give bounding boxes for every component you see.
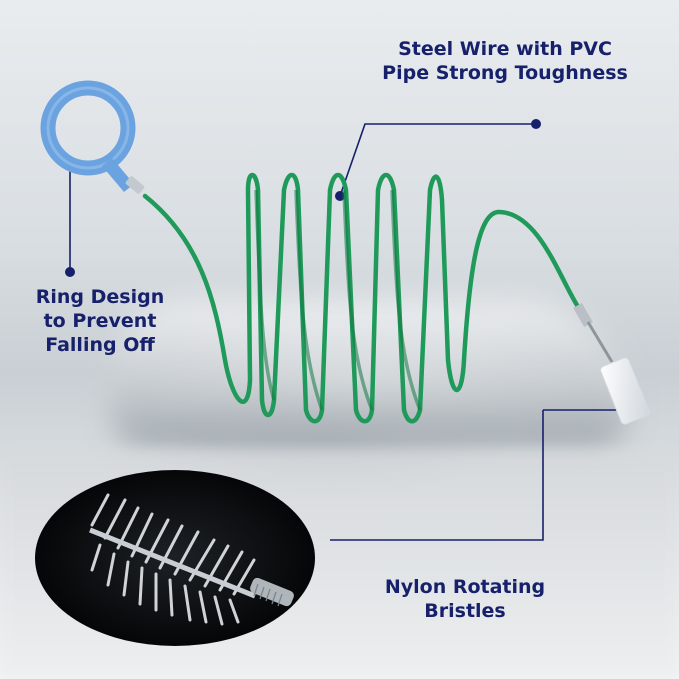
label-nylon-line-2: Bristles [424,599,506,622]
ring-handle [40,80,145,194]
label-steel-line-2: Pipe Strong Toughness [382,61,628,84]
label-ring-line-1: Ring Design [35,286,165,308]
label-steel-wire: Steel Wire with PVC Pipe Strong Toughnes… [335,38,675,86]
callout-dots [65,119,541,277]
label-nylon-bristles: Nylon Rotating Bristles [350,576,580,624]
callout-lines [69,123,630,541]
bristle-closeup [35,470,315,646]
label-ring-design: Ring Design to Prevent Falling Off [10,286,190,357]
callout-ring-end-dot [65,267,75,277]
label-nylon-line-1: Nylon Rotating [384,576,546,598]
label-ring-line-3: Falling Off [45,333,155,356]
callout-steel-line [339,123,536,197]
callout-nylon-line [330,409,630,541]
brush-tip [573,302,650,425]
callout-steel-dot [531,119,541,129]
label-ring-line-2: to Prevent [43,309,157,332]
label-steel-line-1: Steel Wire with PVC [398,38,612,60]
wire-coil-back [254,189,422,411]
green-wire [142,172,583,424]
